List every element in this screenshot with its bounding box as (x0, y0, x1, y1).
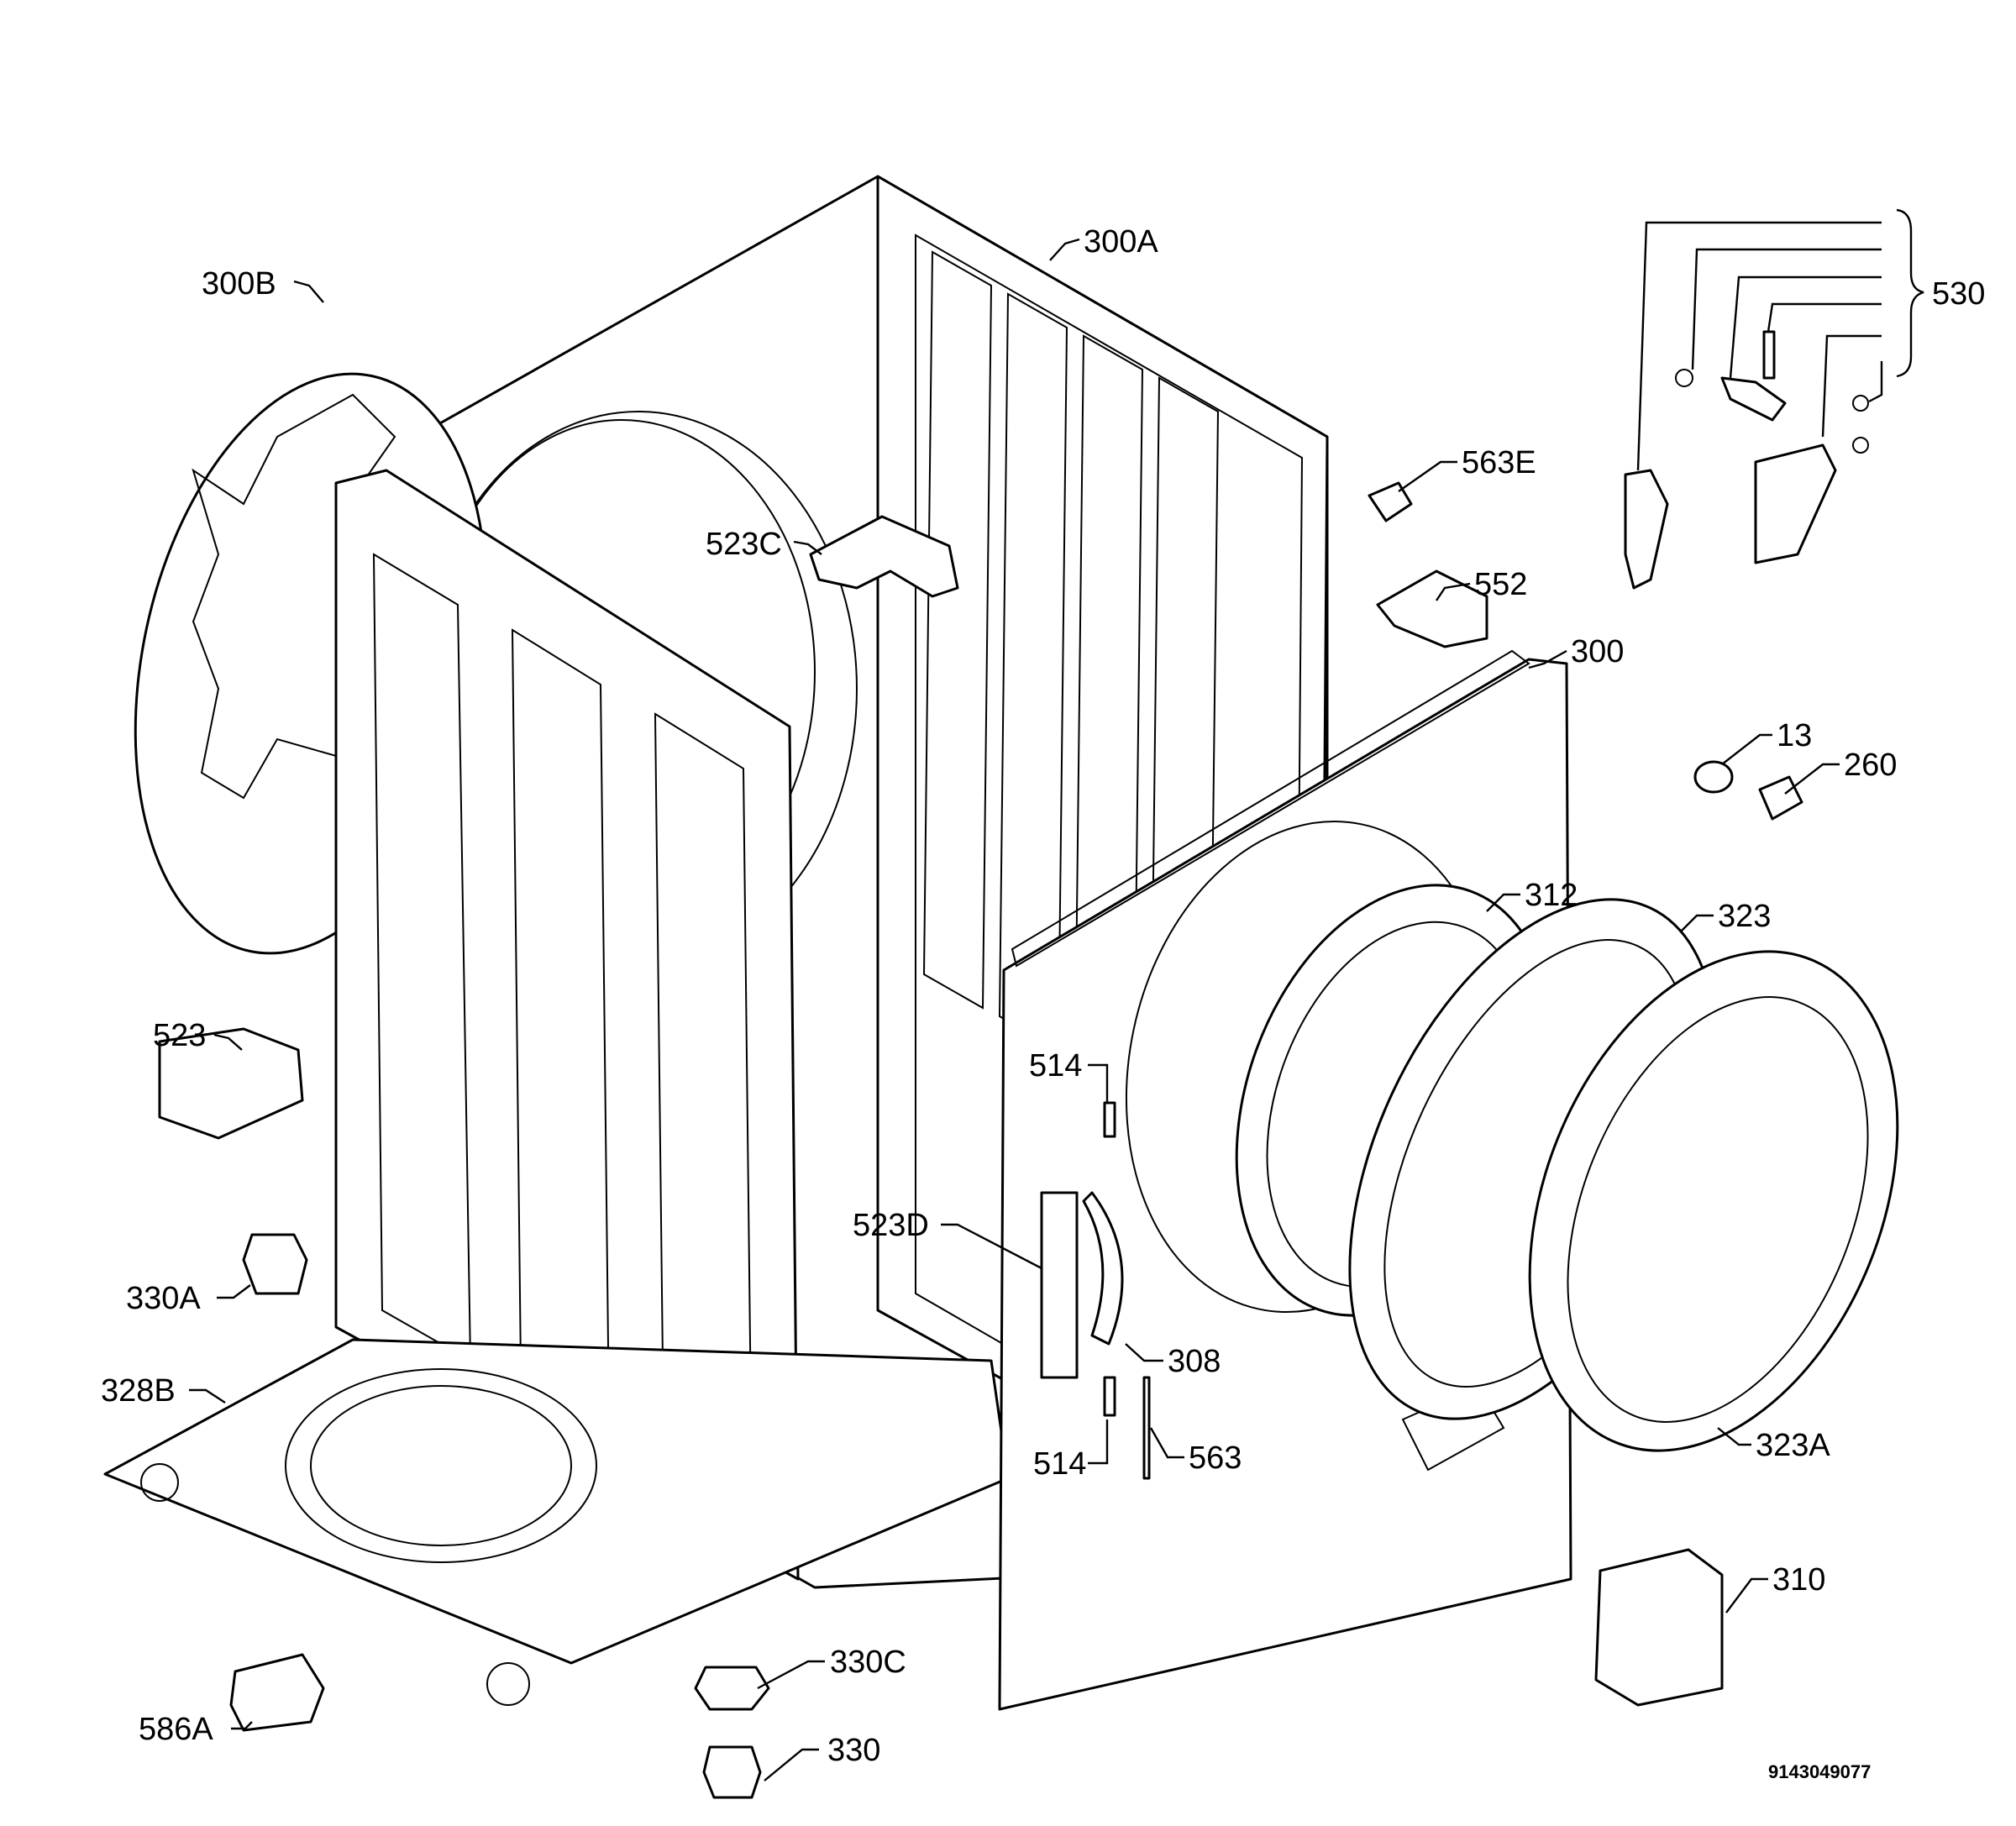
label-523D: 523D (853, 1208, 929, 1243)
leader-lines (189, 208, 1924, 1781)
door-trim-part-323A (1528, 950, 1899, 1452)
label-260: 260 (1844, 748, 1897, 783)
foot-part-330C (694, 1666, 770, 1711)
bracket-part-523 (158, 1027, 304, 1140)
detergent-holder-part-523C (809, 515, 959, 598)
label-330A: 330A (126, 1281, 201, 1316)
pin-part-514-upper (1103, 1101, 1116, 1138)
label-552: 552 (1474, 567, 1527, 602)
label-312: 312 (1525, 878, 1578, 913)
foot-part-330 (702, 1745, 762, 1799)
label-300A: 300A (1084, 224, 1158, 260)
bushing-part-13 (1693, 760, 1734, 794)
foot-part-330A (242, 1233, 308, 1295)
filter-cover-part-310 (1594, 1548, 1724, 1707)
label-330C: 330C (830, 1645, 906, 1680)
label-300B: 300B (202, 266, 276, 302)
label-523: 523 (153, 1018, 206, 1053)
spring-part-260 (1758, 775, 1803, 821)
label-328B: 328B (101, 1373, 176, 1409)
clip-part-586A (229, 1653, 325, 1732)
rod-part-563 (1142, 1376, 1151, 1480)
label-563: 563 (1189, 1440, 1242, 1476)
label-300: 300 (1571, 634, 1624, 669)
label-330: 330 (827, 1733, 880, 1768)
label-308: 308 (1168, 1344, 1221, 1379)
label-530: 530 (1932, 276, 1985, 312)
hinge-part-523D (1040, 1191, 1124, 1379)
base-part-328B (103, 1338, 1010, 1706)
label-514-upper: 514 (1029, 1048, 1082, 1084)
door-lock-group-530 (1624, 330, 1869, 590)
label-323: 323 (1718, 899, 1771, 934)
label-514-lower: 514 (1033, 1446, 1086, 1482)
pin-part-514-lower (1103, 1376, 1116, 1417)
label-310: 310 (1772, 1562, 1825, 1598)
label-586A: 586A (139, 1712, 213, 1747)
label-323A: 323A (1756, 1428, 1830, 1463)
switch-part-563E (1368, 481, 1413, 522)
label-523C: 523C (706, 527, 782, 562)
part-labels: 300B 300A 530 563E 523C 552 300 13 260 3… (101, 224, 1985, 1782)
bracket-part-552 (1376, 569, 1488, 648)
label-563E: 563E (1462, 445, 1536, 480)
label-13: 13 (1777, 718, 1812, 753)
document-number: 9143049077 (1768, 1761, 1871, 1782)
